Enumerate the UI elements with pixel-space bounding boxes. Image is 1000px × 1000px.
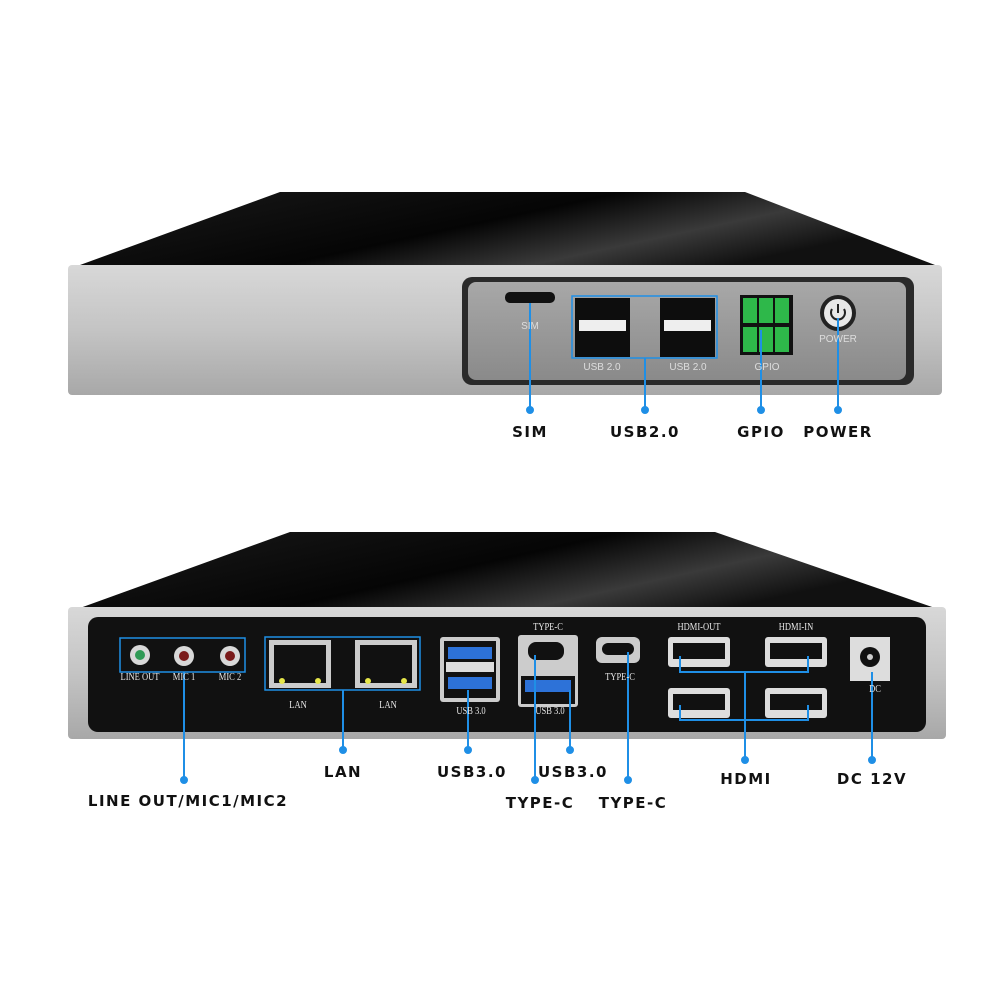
- gpio-device-label: GPIO: [754, 362, 780, 373]
- callout-audio: LINE OUT/MIC1/MIC2: [87, 792, 289, 810]
- hdmi-port: [668, 637, 827, 718]
- dc-jack: [850, 637, 890, 681]
- callout-power: POWER: [803, 423, 873, 441]
- callout-typec: TYPE-C: [505, 794, 575, 812]
- typec-device-label: TYPE-C: [533, 622, 563, 633]
- top-cover: [80, 532, 935, 608]
- usb3-port: [440, 637, 500, 702]
- callout-sim: SIM: [512, 423, 548, 441]
- callout-usb2: USB2.0: [610, 423, 680, 441]
- line-out-device-label: LINE OUT: [120, 672, 160, 683]
- usb3-device-label: USB 3.0: [535, 706, 565, 717]
- mic2-device-label: MIC 2: [218, 672, 242, 683]
- typec-usb3-stack: [518, 635, 578, 707]
- usb2-device-label: USB 2.0: [583, 362, 621, 373]
- callout-gpio: GPIO: [737, 423, 785, 441]
- callout-hdmi: HDMI: [720, 770, 772, 788]
- bottom-unit: [68, 532, 946, 784]
- usb3-device-label: USB 3.0: [456, 706, 486, 717]
- top-callout-lines: [526, 303, 842, 414]
- usb2-port: [575, 298, 715, 357]
- callout-typec: TYPE-C: [598, 794, 668, 812]
- usb2-device-label: USB 2.0: [669, 362, 707, 373]
- hdmi-in-device-label: HDMI-IN: [778, 622, 814, 633]
- hdmi-out-device-label: HDMI-OUT: [677, 622, 721, 633]
- power-device-label: POWER: [819, 334, 857, 345]
- sim-device-label: SIM: [521, 321, 539, 332]
- lan-device-label: LAN: [379, 700, 397, 711]
- gpio-terminal: [740, 295, 793, 355]
- callout-usb3: USB3.0: [437, 763, 507, 781]
- audio-group-box: [119, 637, 246, 673]
- bottom-callout-lines: [180, 652, 876, 784]
- callout-usb3: USB3.0: [538, 763, 608, 781]
- callout-lan: LAN: [323, 763, 363, 781]
- mic1-device-label: MIC 1: [172, 672, 196, 683]
- sim-slot: [505, 292, 555, 303]
- callout-dc: DC 12V: [836, 770, 908, 788]
- top-unit: [68, 192, 942, 414]
- typec-port: [596, 637, 640, 663]
- top-cover: [80, 192, 935, 265]
- dc-device-label: DC: [869, 684, 881, 695]
- lan-device-label: LAN: [289, 700, 307, 711]
- lan-port: [269, 640, 417, 688]
- typec-device-label: TYPE-C: [605, 672, 635, 683]
